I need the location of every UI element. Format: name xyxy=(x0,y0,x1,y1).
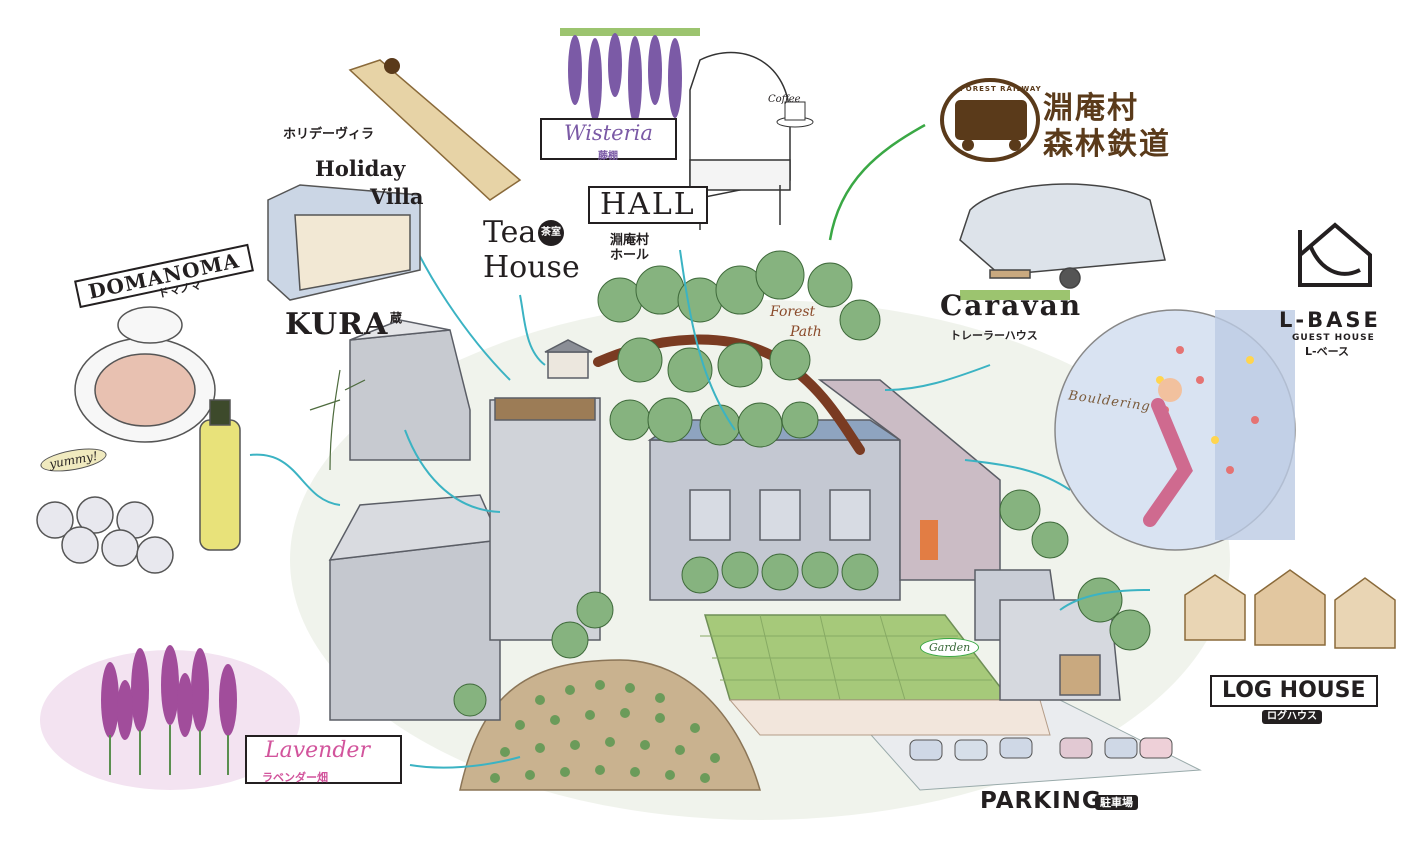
lavender-sign[interactable]: Lavender xyxy=(245,735,402,784)
lavender-kana: ラベンダー畑 xyxy=(262,771,328,784)
child-figure xyxy=(384,58,400,74)
tree-clusters xyxy=(453,250,1151,717)
access-road xyxy=(728,699,1051,736)
lawn-grid xyxy=(700,614,992,701)
parking-kanji: 駐車場 xyxy=(1095,795,1138,810)
holiday-villa-name-line1[interactable]: Holiday xyxy=(315,156,406,181)
l-base-sub: GUEST HOUSE xyxy=(1292,333,1375,343)
wisteria-sign[interactable]: Wisteria xyxy=(540,118,677,160)
parked-cars xyxy=(909,737,1173,761)
log-house-sign[interactable]: LOG HOUSE xyxy=(1210,675,1378,707)
forest-path-line2[interactable]: Path xyxy=(790,324,822,340)
l-base-kana: L-ベース xyxy=(1305,345,1350,358)
mound-shrubs xyxy=(490,680,720,783)
l-base-name[interactable]: L-BASE xyxy=(1279,308,1381,332)
log-house-illustration xyxy=(1184,569,1396,649)
kura-plant-sketch xyxy=(309,369,366,471)
slide-illustration xyxy=(348,59,522,201)
forest-railway-badge-text: FOREST RAILWAY xyxy=(960,85,1042,93)
caravan-kana: トレーラーハウス xyxy=(950,329,1038,342)
kura-kanji: 蔵 xyxy=(390,311,403,325)
grand-piano-illustration xyxy=(689,51,791,230)
caravan-illustration xyxy=(959,183,1166,300)
holiday-villa-illustration xyxy=(267,184,421,301)
hall-jp-line1: 淵庵村 xyxy=(610,233,650,248)
forest-path-line1[interactable]: Forest xyxy=(770,304,816,320)
coffee-cup-icon xyxy=(776,101,814,128)
hall-jp-line2: ホール xyxy=(610,248,650,263)
l-base-logo-icon xyxy=(1298,222,1372,287)
tea-house-name-line1[interactable]: Tea xyxy=(483,215,537,250)
kura-name[interactable]: KURA xyxy=(285,307,389,342)
holiday-villa-kana: ホリデーヴィラ xyxy=(283,127,375,142)
main-buildings xyxy=(328,319,1121,721)
domanoma-food-illustration xyxy=(36,306,241,574)
holiday-villa-name-line2[interactable]: Villa xyxy=(370,184,424,209)
coffee-label: Coffee xyxy=(768,94,801,105)
caravan-name[interactable]: Caravan xyxy=(940,289,1083,322)
wisteria-illustration xyxy=(560,28,700,124)
garden-label[interactable]: Garden xyxy=(920,638,980,657)
parking-label[interactable]: PARKING xyxy=(980,788,1102,814)
forest-railway-badge xyxy=(940,78,1040,162)
railway-arrow xyxy=(828,123,926,241)
lavender-plants xyxy=(101,645,237,775)
log-house-kana: ログハウス xyxy=(1262,710,1322,724)
wisteria-kanji: 藤棚 xyxy=(598,151,618,162)
tea-house-kanji-badge: 茶室 xyxy=(538,220,564,246)
forest-railway-jp-line1[interactable]: 淵庵村 xyxy=(1043,91,1139,126)
bouldering-illustration xyxy=(1054,309,1296,551)
tea-house-name-line2[interactable]: House xyxy=(483,250,580,285)
forest-railway-jp-line2[interactable]: 森林鉄道 xyxy=(1043,127,1171,162)
hall-sign[interactable]: HALL xyxy=(588,186,708,224)
